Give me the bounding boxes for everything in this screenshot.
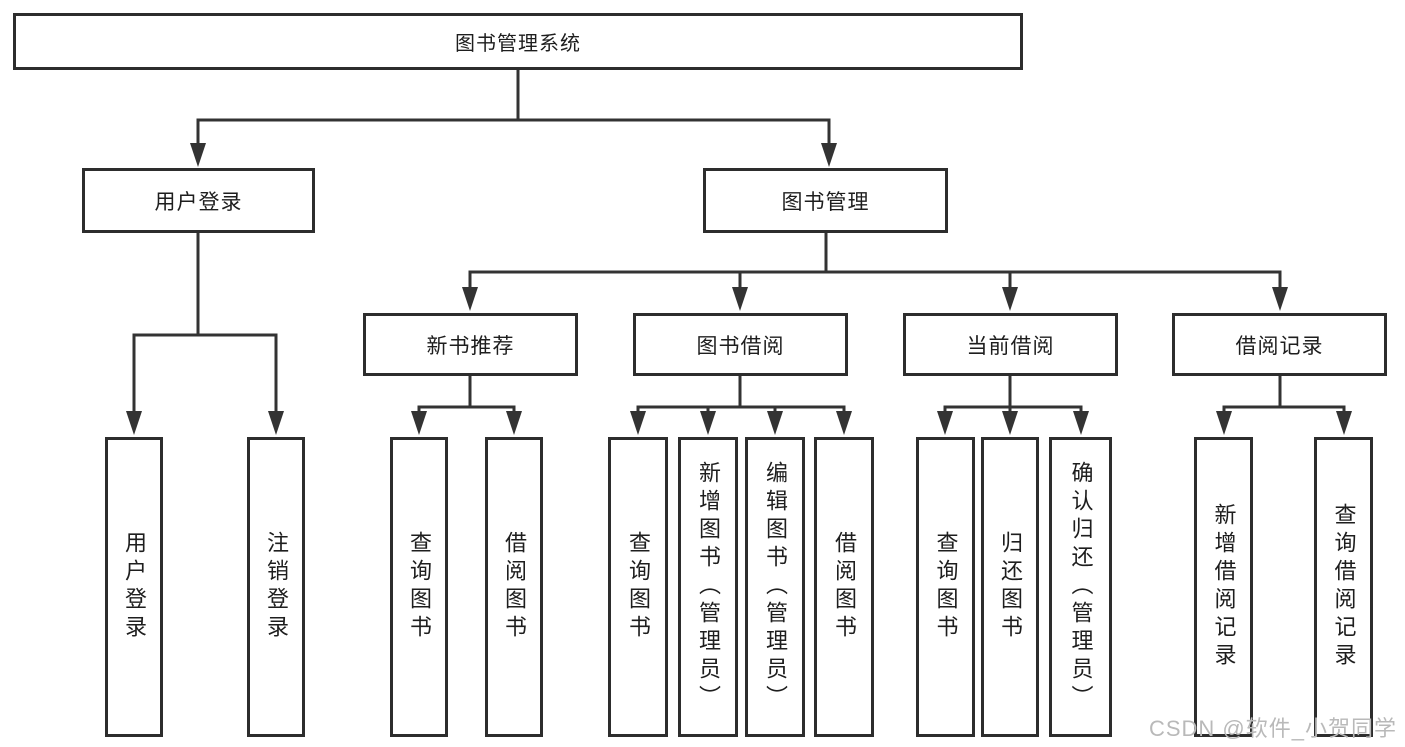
connector-user-login xyxy=(132,231,278,415)
leaf-query-books-rec: 查询图书 xyxy=(390,437,448,737)
node-user-login: 用户登录 xyxy=(82,168,315,233)
arrow-down-icon xyxy=(1002,287,1018,311)
arrow-down-icon xyxy=(1002,411,1018,435)
connector-current-borrow xyxy=(943,374,1083,415)
node-borrowing-records: 借阅记录 xyxy=(1172,313,1387,376)
connector-new-book-rec xyxy=(417,374,516,415)
arrow-down-icon xyxy=(1272,287,1288,311)
arrow-down-icon xyxy=(821,143,837,167)
node-new-book-recommendation: 新书推荐 xyxy=(363,313,578,376)
leaf-edit-books-admin: 编辑图书（管理员） xyxy=(745,437,805,737)
connector-book-borrow xyxy=(636,374,846,415)
arrow-down-icon xyxy=(1336,411,1352,435)
leaf-add-borrow-record: 新增借阅记录 xyxy=(1194,437,1253,737)
csdn-watermark: CSDN @软件_小贺同学 xyxy=(1148,716,1397,741)
arrow-down-icon xyxy=(937,411,953,435)
connector-borrow-records xyxy=(1222,374,1346,415)
arrow-down-icon xyxy=(1216,411,1232,435)
leaf-query-books-current: 查询图书 xyxy=(916,437,975,737)
connector-root xyxy=(196,68,831,148)
arrow-down-icon xyxy=(630,411,646,435)
arrow-down-icon xyxy=(126,411,142,435)
arrow-down-icon xyxy=(1073,411,1089,435)
connector-book-mgmt xyxy=(468,231,1282,291)
leaf-borrow-books-rec: 借阅图书 xyxy=(485,437,543,737)
node-current-borrowing: 当前借阅 xyxy=(903,313,1118,376)
arrow-down-icon xyxy=(462,287,478,311)
arrow-down-icon xyxy=(268,411,284,435)
arrow-down-icon xyxy=(411,411,427,435)
leaf-borrow-books: 借阅图书 xyxy=(814,437,874,737)
arrow-down-icon xyxy=(700,411,716,435)
leaf-return-books: 归还图书 xyxy=(981,437,1039,737)
arrow-down-icon xyxy=(190,143,206,167)
arrow-down-icon xyxy=(506,411,522,435)
node-book-borrowing: 图书借阅 xyxy=(633,313,848,376)
leaf-query-books-borrow: 查询图书 xyxy=(608,437,668,737)
leaf-confirm-return-admin: 确认归还（管理员） xyxy=(1049,437,1112,737)
leaf-user-login: 用户登录 xyxy=(105,437,163,737)
arrow-down-icon xyxy=(767,411,783,435)
leaf-add-books-admin: 新增图书（管理员） xyxy=(678,437,738,737)
node-root-system: 图书管理系统 xyxy=(13,13,1023,70)
leaf-logout: 注销登录 xyxy=(247,437,305,737)
leaf-query-borrow-record: 查询借阅记录 xyxy=(1314,437,1373,737)
node-book-management: 图书管理 xyxy=(703,168,948,233)
arrow-down-icon xyxy=(732,287,748,311)
arrow-down-icon xyxy=(836,411,852,435)
